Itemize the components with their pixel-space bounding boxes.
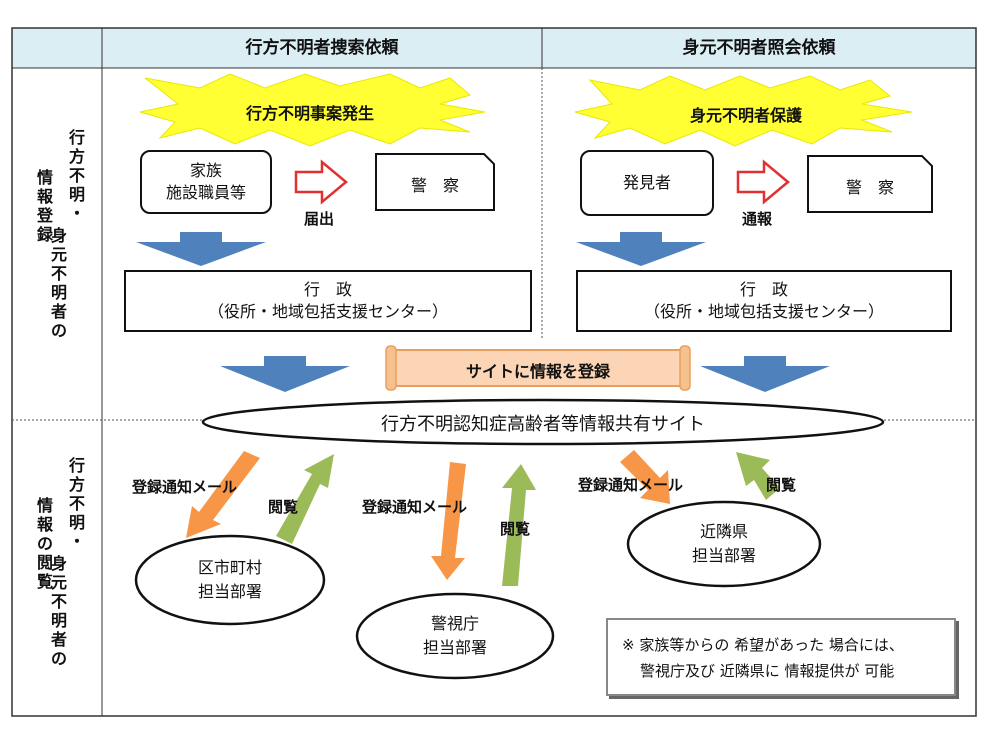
report-label-right: 通報: [742, 210, 773, 228]
view-label-mpd: 閲覧: [500, 520, 531, 538]
note-line-1: ※ 家族等からの 希望があった 場合には、: [622, 636, 904, 654]
blue-arrow-left-1: [136, 232, 266, 266]
mpd-ellipse: [355, 592, 555, 680]
neighbor-ellipse: [626, 500, 822, 588]
burst-left-label: 行方不明事案発生: [246, 104, 375, 123]
note-line-2: 警視庁及び 近隣県に 情報提供が 可能: [640, 662, 895, 680]
mail-label-neighbor: 登録通知メール: [578, 476, 684, 494]
mail-label-mpd: 登録通知メール: [362, 498, 468, 516]
mail-label-municipal: 登録通知メール: [132, 478, 238, 496]
site-ellipse: [201, 398, 885, 446]
reporter-box-left: 家族 施設職員等: [140, 150, 272, 214]
mail-arrow-municipal: [186, 451, 260, 538]
report-arrow-left: [294, 159, 348, 205]
burst-left-shape: [139, 73, 486, 147]
burst-right-label: 身元不明者保護: [690, 106, 803, 125]
register-scroll-label: サイトに情報を登録: [465, 362, 610, 381]
row-label-view-col-3: 情報の閲覧: [36, 496, 53, 591]
row-label-register-col-1: 行方不明・: [68, 128, 85, 223]
mail-arrow-neighbor: [620, 450, 670, 504]
row-label-view-col-1: 行方不明・: [68, 456, 85, 551]
municipal-line-2: 担当部署: [197, 582, 262, 601]
site-label: 行方不明認知症高齢者等情報共有サイト: [381, 414, 705, 435]
header-band: [11, 27, 977, 69]
police-right-label: 警 察: [845, 178, 894, 197]
header-left: 行方不明者捜索依頼: [245, 38, 399, 58]
municipal-ellipse: [134, 534, 326, 626]
outer-frame: [11, 27, 977, 717]
view-label-municipal: 閲覧: [268, 498, 299, 516]
neighbor-line-2: 担当部署: [691, 546, 756, 565]
admin-box-left: 行 政 （役所・地域包括支援センター）: [124, 270, 532, 332]
row-label-view: 行方不明・ 身元不明者の 情報の閲覧: [36, 456, 96, 696]
view-arrow-mpd: [502, 464, 536, 586]
report-label-left: 届出: [304, 210, 335, 228]
neighbor-line-1: 近隣県: [699, 522, 748, 541]
police-box-left-shape: [375, 153, 495, 211]
admin-left-line-2: （役所・地域包括支援センター）: [207, 302, 448, 321]
police-left-label: 警 察: [410, 176, 459, 195]
view-arrow-municipal: [276, 454, 334, 544]
row-label-view-col-2: 身元不明者の: [50, 554, 67, 668]
row-label-register-col-3: 情報登録: [36, 168, 53, 244]
mpd-line-2: 担当部署: [422, 638, 487, 657]
admin-left-line-1: 行 政: [303, 280, 352, 299]
mpd-line-1: 警視庁: [430, 614, 479, 633]
mail-arrow-mpd: [431, 462, 466, 580]
municipal-line-1: 区市町村: [197, 558, 262, 577]
row-label-register: 行方不明・ 身元不明者の 情報登録: [36, 128, 96, 388]
reporter-box-right: 発見者: [580, 150, 714, 216]
blue-arrow-right-1: [576, 232, 706, 266]
scroll-end-left: [385, 345, 397, 391]
note-box: ※ 家族等からの 希望があった 場合には、 警視庁及び 近隣県に 情報提供が 可…: [606, 618, 956, 696]
report-arrow-right: [736, 159, 790, 205]
scroll-end-right: [679, 345, 691, 391]
reporter-right-label: 発見者: [622, 173, 671, 192]
admin-right-line-2: （役所・地域包括支援センター）: [643, 302, 884, 321]
blue-arrow-right-2: [700, 356, 830, 392]
view-label-neighbor: 閲覧: [766, 476, 797, 494]
mpd-label: 警視庁 担当部署: [375, 612, 535, 660]
row-label-register-col-2: 身元不明者の: [50, 226, 67, 340]
neighbor-label: 近隣県 担当部署: [644, 520, 804, 568]
admin-box-right: 行 政 （役所・地域包括支援センター）: [576, 270, 952, 332]
view-arrow-neighbor: [736, 452, 780, 500]
police-box-right-shape: [807, 155, 933, 213]
reporter-left-line-2: 施設職員等: [165, 183, 246, 202]
blue-arrow-left-2: [220, 356, 350, 392]
burst-right-shape: [574, 75, 913, 147]
municipal-label: 区市町村 担当部署: [150, 556, 310, 604]
header-right: 身元不明者照会依頼: [682, 38, 836, 58]
admin-right-line-1: 行 政: [739, 280, 788, 299]
reporter-left-line-1: 家族: [189, 161, 222, 180]
